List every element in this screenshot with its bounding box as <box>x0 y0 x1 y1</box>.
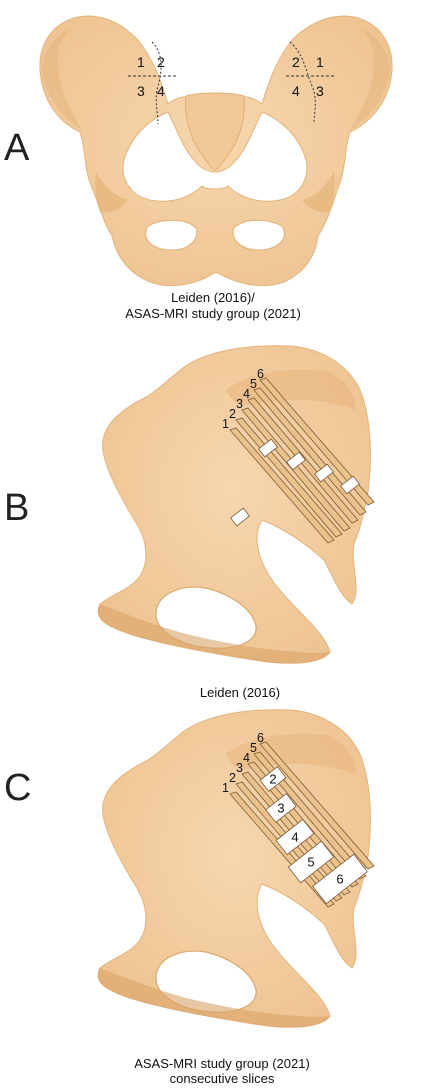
panel-b-caption: Leiden (2016) <box>200 685 280 700</box>
quadrant-right-4: 4 <box>292 83 300 99</box>
quadrant-right-3: 3 <box>316 83 324 99</box>
marker-label-c-3: 3 <box>277 801 284 816</box>
panel-c-caption-line2: consecutive slices <box>170 1071 275 1086</box>
panel-b-letter: B <box>4 487 29 529</box>
slice-label-c-6: 6 <box>257 731 264 745</box>
slice-label-c-3: 3 <box>236 761 243 775</box>
slice-label-b-3: 3 <box>236 397 243 411</box>
slice-label-b-4: 4 <box>243 387 250 401</box>
slice-label-b-5: 5 <box>250 377 257 391</box>
marker-label-c-4: 4 <box>291 830 298 845</box>
panel-a: A 1 2 3 4 2 1 4 3 Leiden (2016)/ ASAS-MR… <box>4 16 392 321</box>
panel-c-caption-line1: ASAS-MRI study group (2021) <box>134 1056 310 1071</box>
quadrant-left-4: 4 <box>157 83 165 99</box>
panel-a-caption-line1: Leiden (2016)/ <box>171 290 255 305</box>
panel-a-caption-line2: ASAS-MRI study group (2021) <box>125 306 301 321</box>
slice-label-b-1: 1 <box>222 417 229 431</box>
slice-label-c-4: 4 <box>243 751 250 765</box>
quadrant-left-2: 2 <box>157 54 165 70</box>
quadrant-left-1: 1 <box>137 54 145 70</box>
slice-label-c-5: 5 <box>250 741 257 755</box>
panel-c: C 2 3 4 5 6 1 2 <box>4 710 374 1086</box>
panel-b: B 1 2 3 4 5 6 L <box>4 346 374 700</box>
panel-a-letter: A <box>4 127 30 169</box>
quadrant-right-2: 2 <box>292 54 300 70</box>
panel-c-letter: C <box>4 767 31 809</box>
marker-label-c-6: 6 <box>336 872 343 887</box>
obturator-foramen-right <box>233 220 284 250</box>
slice-label-c-2: 2 <box>229 771 236 785</box>
slice-label-c-1: 1 <box>222 781 229 795</box>
marker-label-c-2: 2 <box>269 772 276 787</box>
slice-label-b-6: 6 <box>257 367 264 381</box>
obturator-foramen-left <box>146 220 197 250</box>
quadrant-left-3: 3 <box>137 83 145 99</box>
slice-label-b-2: 2 <box>229 407 236 421</box>
quadrant-right-1: 1 <box>316 54 324 70</box>
marker-label-c-5: 5 <box>307 855 314 870</box>
